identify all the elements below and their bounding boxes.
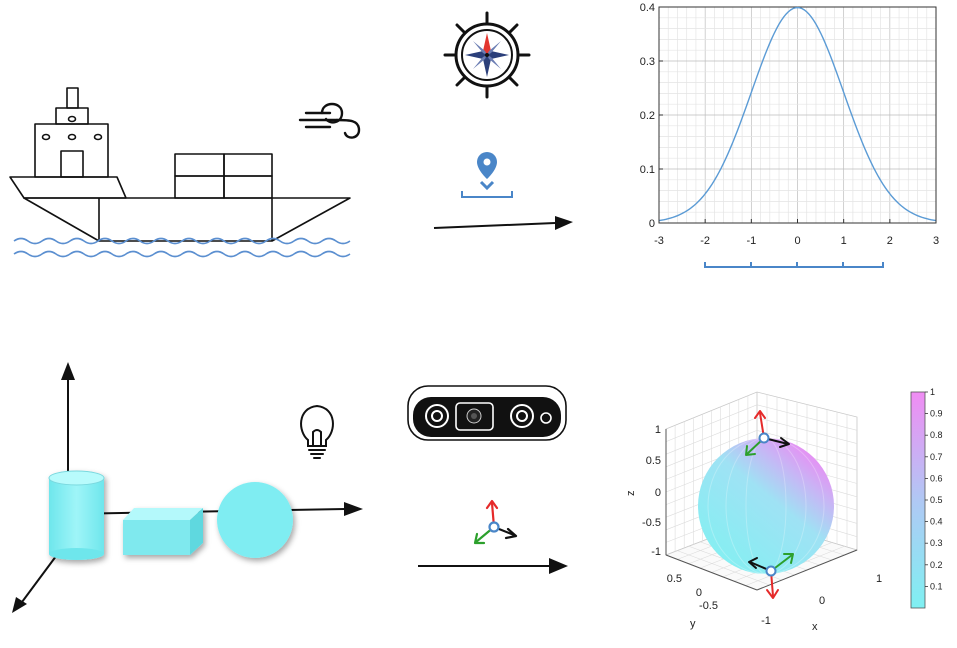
z-tick-labels: 1 0.5 0 -0.5 -1 <box>642 424 661 558</box>
flow-arrow-top <box>433 216 573 230</box>
colorbar-tick-label: 0.7 <box>930 452 943 462</box>
frame-bottom <box>748 553 794 599</box>
flow-arrow-bottom <box>418 558 568 574</box>
cargo-ship <box>9 87 351 242</box>
frame-top <box>745 410 790 456</box>
lightbulb-icon <box>300 404 334 459</box>
cargo-container <box>223 153 273 177</box>
x-axis-label: x <box>812 621 818 633</box>
x-tick-label: 0 <box>794 235 800 247</box>
colorbar-tick-label: 0.4 <box>930 517 943 527</box>
y-tick-label: 0.3 <box>640 56 655 68</box>
plot-box-edges <box>665 429 858 591</box>
x-tick-label: -1 <box>761 615 771 627</box>
sphere-shape <box>217 482 293 558</box>
colorbar-ticks: 1 0.9 0.8 0.7 0.6 0.5 0.4 0.3 0.2 0.1 <box>925 387 943 591</box>
cylinder-shape <box>48 470 105 560</box>
box-shape <box>123 508 203 555</box>
chart-gridlines <box>659 7 936 223</box>
ship-door <box>60 150 84 178</box>
y-tick-label: 0 <box>649 218 655 230</box>
colorbar-tick-label: 0.9 <box>930 409 943 419</box>
z-tick-label: -1 <box>651 546 661 558</box>
z-tick-label: -0.5 <box>642 517 661 529</box>
y-tick-labels: 0 0.1 0.2 0.3 0.4 <box>640 2 663 230</box>
x-tick-label: 1 <box>876 573 882 585</box>
colorbar-tick-label: 0.6 <box>930 473 943 483</box>
colorbar-tick-label: 0.3 <box>930 538 943 548</box>
colorbar-tick-label: 0.5 <box>930 495 943 505</box>
coordinate-frame-icon <box>473 499 518 545</box>
cargo-container <box>174 153 225 177</box>
x-tick-label: -1 <box>746 235 756 247</box>
y-tick-label: 0.1 <box>640 164 655 176</box>
cargo-container <box>223 175 273 199</box>
x-tick-label: 1 <box>841 235 847 247</box>
x-tick-label: 0 <box>819 595 825 607</box>
y-tick-labels: 0.5 0-0.5 <box>667 573 718 612</box>
colorbar <box>910 391 926 609</box>
gridline <box>756 430 858 458</box>
x-tick-labels: -3 -2 -1 0 1 2 3 <box>654 219 939 247</box>
y-tick-label: -0.5 <box>699 600 718 612</box>
ship-porthole <box>41 133 51 141</box>
ship-hull <box>23 197 351 242</box>
gaussian-curve <box>658 6 937 222</box>
y-axis-label: y <box>690 618 696 630</box>
ship-deck <box>9 176 127 199</box>
gaussian-chart: -3 -2 -1 0 1 2 3 0 0.1 0.2 0.3 0.4 <box>640 2 939 268</box>
x-tick-label: 3 <box>933 235 939 247</box>
gridline <box>756 404 858 431</box>
ship-porthole <box>93 133 103 141</box>
gridline <box>665 404 758 442</box>
depth-camera-icon <box>407 385 567 441</box>
z-tick-label: 0 <box>655 487 661 499</box>
sphere-3d-plot: 10.50-0.5-1 0.50-0.5 -101 z y x 10.90.80… <box>625 383 952 633</box>
ship-porthole <box>67 115 77 123</box>
z-tick-label: 0.5 <box>646 455 661 467</box>
range-bracket <box>704 262 884 268</box>
x-tick-label: -2 <box>700 235 710 247</box>
cargo-container <box>174 175 225 199</box>
colorbar-tick-label: 0.8 <box>930 430 943 440</box>
ship-funnel <box>66 87 79 109</box>
z-tick-label: 1 <box>655 424 661 436</box>
y-tick-label: 0.2 <box>640 110 655 122</box>
y-tick-label: 0.4 <box>640 2 655 14</box>
water-waves <box>13 237 351 258</box>
gridline <box>665 430 758 468</box>
ship-wheel-compass-icon <box>443 11 531 99</box>
gridline <box>665 417 758 455</box>
colorbar-tick-label: 0.1 <box>930 581 943 591</box>
ship-porthole <box>67 133 77 141</box>
x-tick-label: -3 <box>654 235 664 247</box>
sphere-surface <box>698 438 834 574</box>
y-tick-label: 0 <box>696 587 702 599</box>
z-axis-label: z <box>625 491 637 497</box>
gridline <box>756 417 858 444</box>
x-tick-label: 2 <box>887 235 893 247</box>
y-tick-label: 0.5 <box>667 573 682 585</box>
x-tick-labels: -1 0 1 <box>761 573 882 627</box>
wind-icon <box>298 102 361 139</box>
colorbar-tick-label: 1 <box>930 387 935 397</box>
colorbar-tick-label: 0.2 <box>930 560 943 570</box>
location-pin-icon <box>461 152 513 198</box>
